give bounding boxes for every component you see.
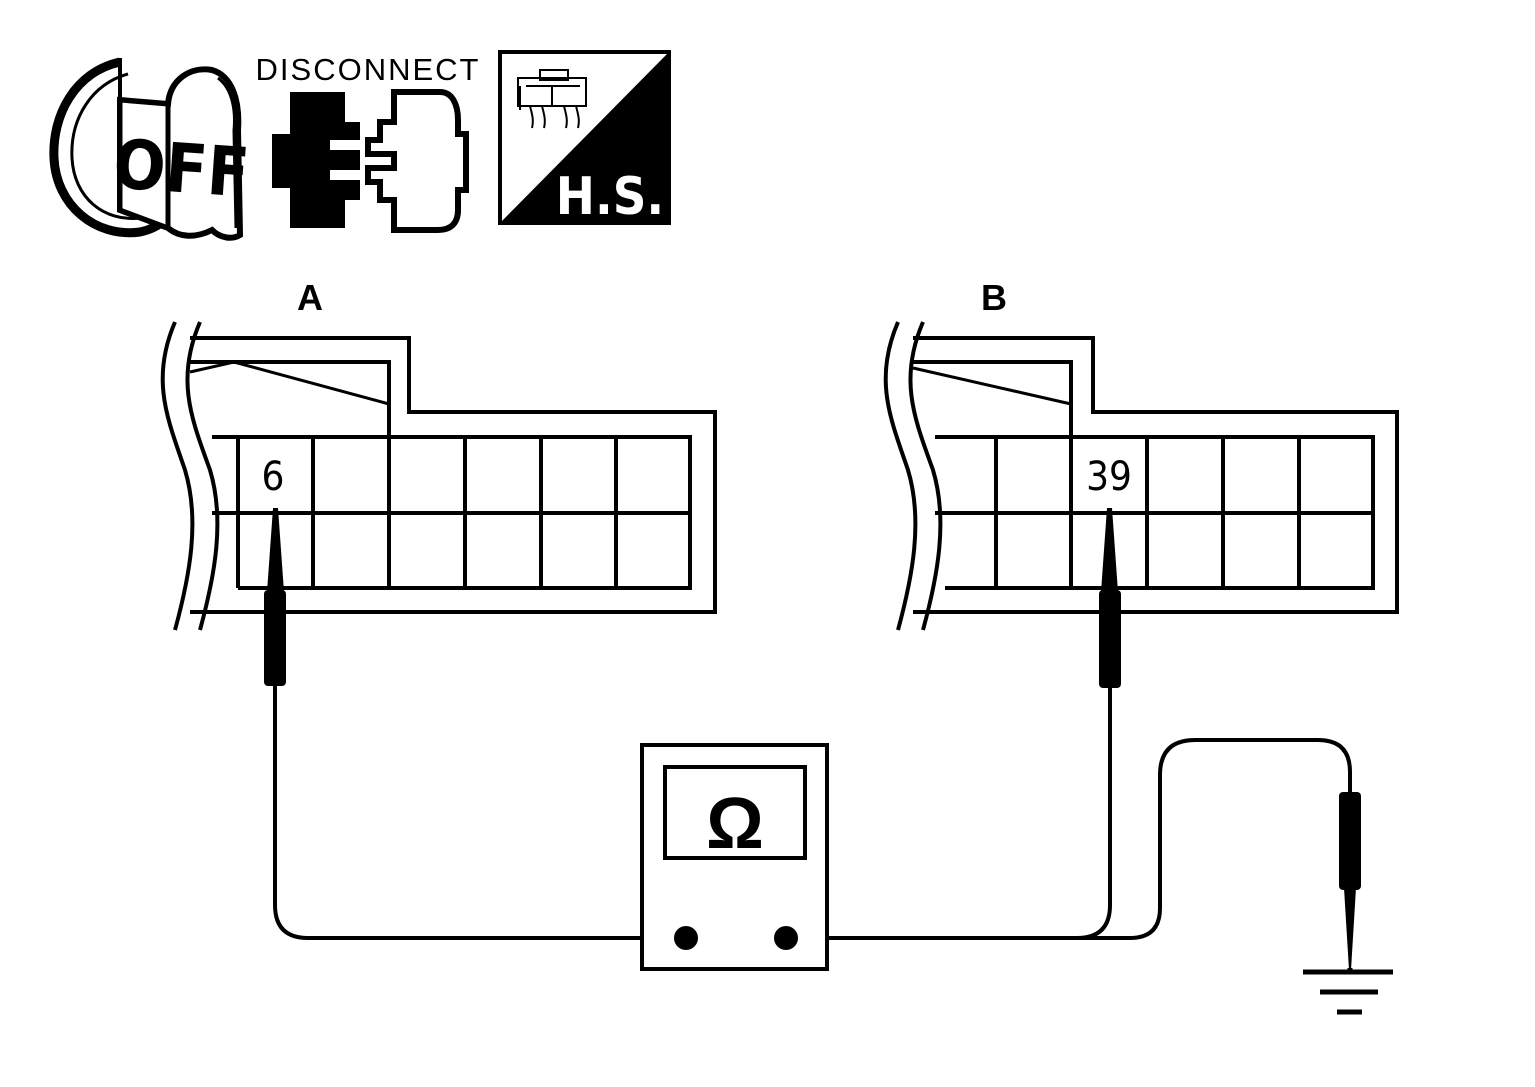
connector-b-label: B [981,277,1007,318]
connector-a-terminal: 6 [262,454,285,500]
probe-b [1099,508,1121,688]
meter-terminal-left [674,926,698,950]
meter-terminal-right [774,926,798,950]
ground-symbol-icon [1303,968,1393,1015]
test-leads [273,686,1352,940]
connector-a-label: A [297,277,323,318]
ignition-off-label: OFF [111,125,252,213]
harness-side-label: H.S. [556,167,664,227]
ohmmeter: Ω [640,743,829,971]
connector-b: B 39 [883,277,1399,631]
disconnect-label: DISCONNECT [256,52,481,87]
connector-b-terminal: 39 [1086,454,1132,500]
connector-a: A 6 [160,277,717,631]
connector-disconnect-icon: DISCONNECT [256,52,481,233]
probe-ground [1339,792,1361,970]
harness-side-connector-icon: H.S. [498,50,671,227]
ignition-key-off-icon: OFF [49,57,252,241]
probe-a [264,508,286,686]
ohmmeter-icon: Ω [706,784,764,864]
